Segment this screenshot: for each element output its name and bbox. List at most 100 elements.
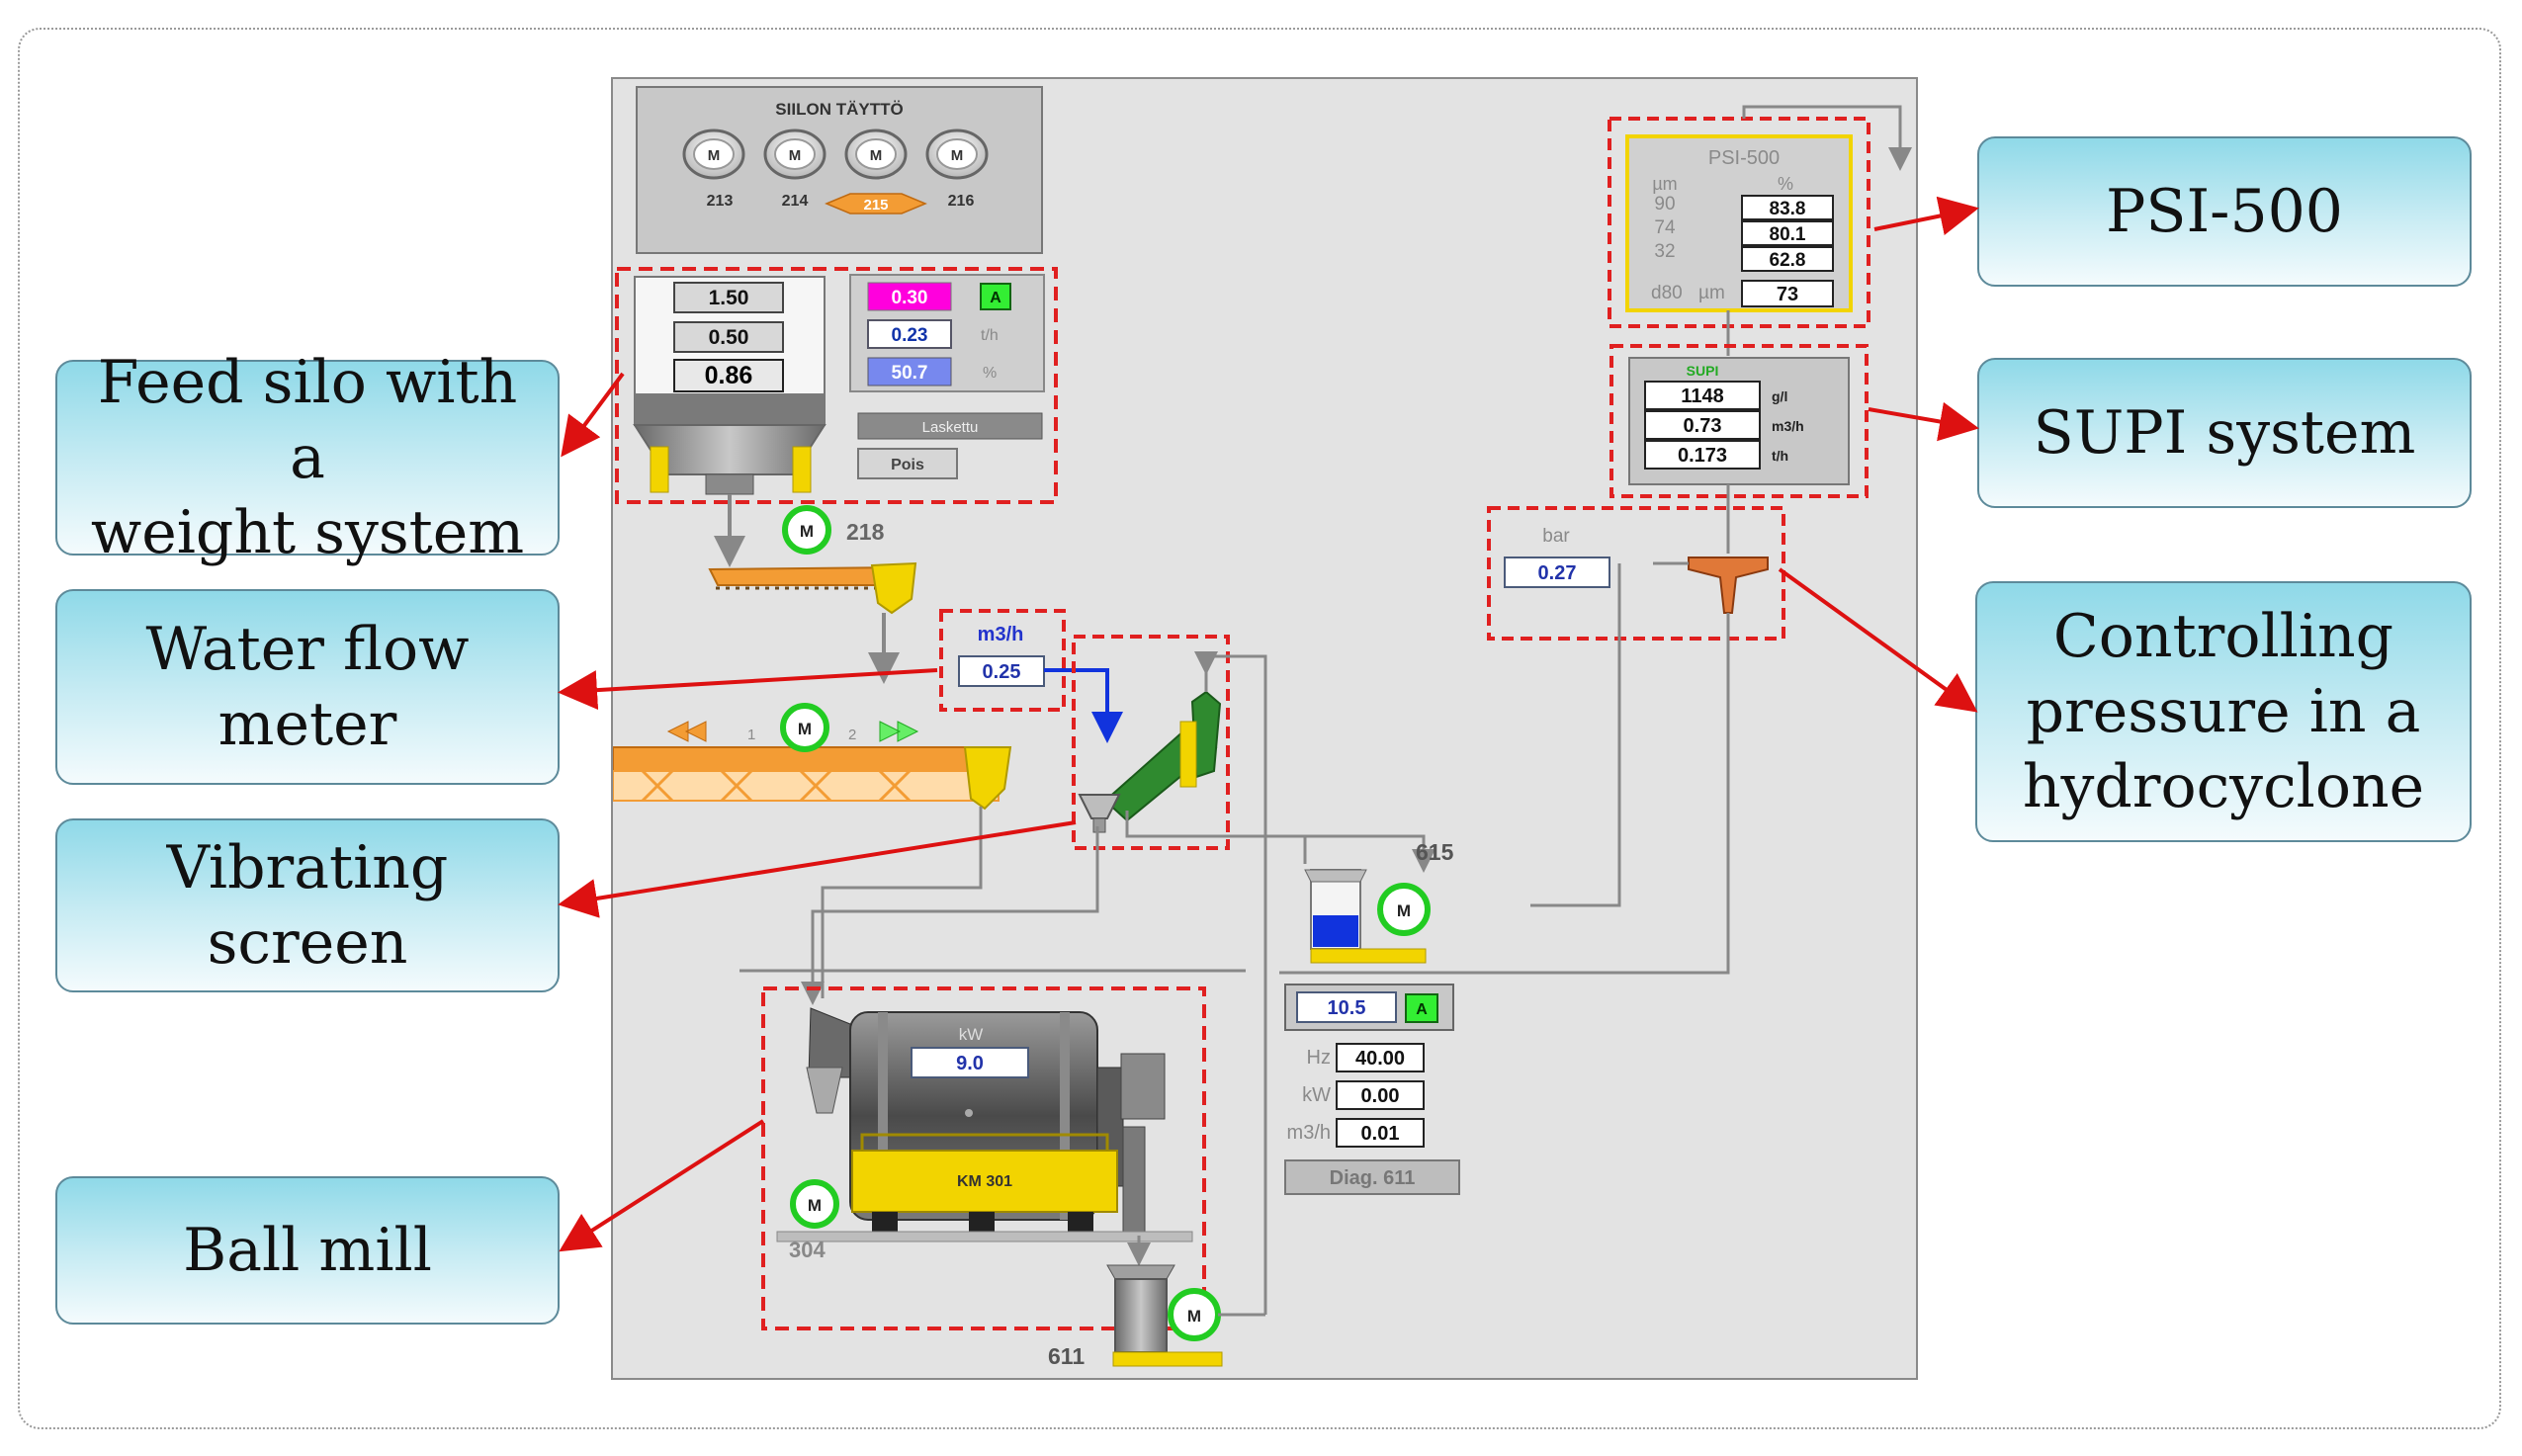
belt-discharge-chute — [963, 746, 1012, 811]
psi500-value-32: 62.8 — [1770, 250, 1806, 271]
sump-water-level — [1313, 915, 1358, 947]
silo-level-2 — [673, 321, 784, 353]
motor-213[interactable]: M 213 — [682, 128, 745, 210]
supi-mass-field — [1644, 440, 1761, 470]
callout-supi: SUPI system — [1977, 358, 2472, 508]
water-flow-unit: m3/h — [978, 624, 1024, 645]
water-flow-value: 0.25 — [983, 661, 1021, 683]
callout-water-flow-text: Water flow meter — [145, 615, 470, 759]
supi-group: SUPI 1148 g/l 0.73 m3/h 0.173 t/h — [1609, 344, 1869, 554]
belt-marker-1: 1 — [747, 727, 755, 743]
sump-inlet — [1304, 869, 1367, 883]
mill-floor — [776, 1231, 1193, 1242]
psi500-value-90-field — [1741, 195, 1834, 220]
feed-rate-unit-th: t/h — [981, 327, 999, 344]
silo-leg-left — [650, 446, 669, 493]
psi500-value-74: 80.1 — [1770, 224, 1806, 245]
motor-216[interactable]: M 216 — [925, 128, 989, 210]
feed-status-bar — [857, 412, 1043, 440]
outer-frame — [18, 28, 2501, 1429]
callout-vibrating-screen: Vibrating screen — [55, 818, 560, 992]
pump-flow-label: m3/h — [1287, 1122, 1331, 1144]
pump-kw-value: 0.00 — [1361, 1085, 1400, 1107]
mill-foot — [1068, 1212, 1093, 1232]
mill-drive-post — [1122, 1126, 1146, 1237]
feed-mode-auto-button[interactable] — [980, 283, 1011, 310]
pump-tag: 611 — [1048, 1343, 1085, 1369]
psi500-title: PSI-500 — [1708, 147, 1780, 169]
feeder-discharge-chute — [870, 561, 917, 615]
mill-ring-2 — [1060, 1012, 1070, 1220]
pump-setpoint-field[interactable] — [1296, 991, 1397, 1023]
feed-off-button[interactable] — [857, 448, 958, 479]
feed-mode-auto-label: A — [990, 290, 1001, 306]
pump-mode-auto-button[interactable] — [1405, 993, 1438, 1023]
callout-vibrating-screen-text: Vibrating screen — [166, 833, 449, 978]
selector-arrow-shape — [825, 193, 927, 214]
supi-mass-unit: t/h — [1772, 448, 1788, 464]
callout-supi-text: SUPI system — [2033, 398, 2416, 468]
mill-power-unit: kW — [959, 1025, 984, 1044]
psi500-col-pct: % — [1778, 174, 1793, 194]
feed-off-button-label: Pois — [891, 457, 924, 473]
callout-psi500-text: PSI-500 — [2106, 177, 2343, 246]
hydrocyclone-pressure-value: 0.27 — [1538, 562, 1577, 584]
supi-flow-value: 0.73 — [1684, 415, 1722, 437]
motor-glyph: M — [808, 1196, 822, 1215]
belt-direction-right-icon — [879, 721, 919, 742]
motor-216-tag: 216 — [948, 193, 975, 210]
pump-tank — [1114, 1278, 1168, 1353]
motor-glyph: M — [870, 147, 883, 164]
psi500-size-32: 32 — [1654, 241, 1675, 262]
callout-ball-mill-text: Ball mill — [183, 1216, 432, 1285]
mill-base-rail — [860, 1133, 1109, 1151]
supi-flow-unit: m3/h — [1772, 418, 1804, 434]
motor-214[interactable]: M 214 — [763, 128, 826, 210]
pump-diag-button-label: Diag. 611 — [1330, 1167, 1416, 1189]
supi-flow-field — [1644, 410, 1761, 440]
screen-undersize-pipe — [1125, 811, 1307, 864]
motor-glyph: M — [1187, 1307, 1201, 1326]
silo-fill-level — [635, 393, 825, 425]
screen-support-right — [1179, 721, 1197, 788]
pump-611-group[interactable]: M 611 — [1048, 1264, 1265, 1369]
pump-kw-field — [1336, 1080, 1425, 1110]
supi-density-unit: g/l — [1772, 388, 1787, 404]
pump-base — [1112, 1351, 1223, 1367]
hydrocyclone-unit: bar — [1542, 526, 1570, 547]
hydrocyclone-group: bar 0.27 — [1279, 506, 1785, 975]
psi500-d80-label: d80 — [1651, 283, 1683, 303]
water-flow-highlight — [939, 609, 1066, 712]
motor-215[interactable]: M 215 — [825, 128, 927, 214]
pump-mode-auto-label: A — [1416, 1001, 1428, 1018]
process-panel: SIILON TÄYTTÖ M 213 M 214 M 215 M 216 — [611, 77, 1918, 1380]
pump-diag-button[interactable] — [1284, 1159, 1460, 1195]
sump-615-group[interactable]: M 615 — [1304, 839, 1454, 964]
callout-psi500: PSI-500 — [1977, 136, 2472, 287]
psi500-return-pipe — [1742, 105, 1912, 171]
feed-rate-setpoint[interactable] — [867, 282, 952, 311]
mill-motor[interactable] — [790, 1179, 839, 1229]
callout-water-flow: Water flow meter — [55, 589, 560, 785]
vibrating-screen-highlight — [1072, 635, 1230, 850]
hydrocyclone-pressure-field — [1504, 557, 1610, 588]
belt-motor[interactable]: M — [780, 703, 829, 752]
motor-215-tag: 215 — [863, 197, 888, 214]
psi500-d80-field — [1741, 280, 1834, 307]
psi500-col-um: µm — [1652, 174, 1677, 194]
mill-bolt — [965, 1109, 973, 1117]
callout-feed-silo-text: Feed silo with a weight system — [90, 348, 525, 567]
motor-218[interactable]: M — [782, 505, 831, 555]
screen-to-mill-pipe — [801, 826, 1099, 1005]
motor-glyph: M — [789, 147, 802, 164]
sump-pump-motor[interactable] — [1377, 883, 1431, 936]
feed-rate-setpoint-value: 0.30 — [892, 288, 928, 308]
pump-hopper — [1106, 1264, 1175, 1280]
feed-rate-actual — [867, 319, 952, 349]
motor-glyph: M — [708, 147, 721, 164]
belt-direction-left-icon — [666, 721, 707, 742]
silo-leg-right — [792, 446, 812, 493]
silo-weight-value: 0.86 — [705, 362, 753, 389]
mill-power-value: 9.0 — [956, 1053, 984, 1074]
main-belt-truss — [641, 769, 912, 803]
